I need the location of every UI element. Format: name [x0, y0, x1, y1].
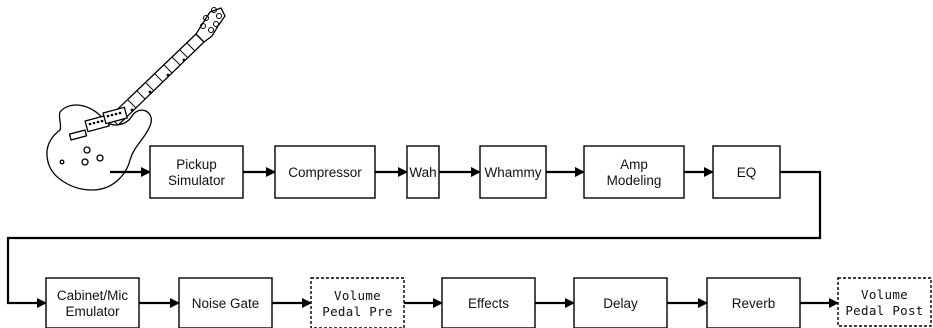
node-whammy: Whammy: [479, 145, 547, 199]
node-label-reverb: Reverb: [732, 296, 776, 311]
node-label-amp: Amp: [620, 157, 648, 172]
node-effects: Effects: [441, 277, 536, 328]
node-comp: Compressor: [274, 145, 376, 199]
node-label-whammy: Whammy: [485, 165, 542, 180]
node-delay: Delay: [573, 277, 668, 328]
node-label-effects: Effects: [468, 296, 509, 311]
node-box-pickup: [149, 145, 244, 199]
node-label-amp: Modeling: [607, 173, 662, 188]
electric-guitar-icon: [46, 7, 226, 191]
node-box-reverb: [706, 277, 801, 328]
connector-layer: [6, 167, 839, 308]
node-label-cab: Cabinet/Mic: [57, 288, 129, 303]
node-box-effects: [441, 277, 536, 328]
arrow-eq-to-cab: [6, 170, 822, 308]
node-label-eq: EQ: [737, 165, 757, 180]
node-label-volpost: Volume: [861, 287, 908, 302]
node-label-delay: Delay: [603, 296, 638, 311]
node-box-comp: [274, 145, 376, 199]
node-box-gate: [178, 277, 273, 328]
node-label-volpost: Pedal Post: [845, 303, 923, 318]
node-box-whammy: [479, 145, 547, 199]
node-box-volpost: [837, 277, 932, 327]
node-reverb: Reverb: [706, 277, 801, 328]
node-box-delay: [573, 277, 668, 328]
node-label-pickup: Simulator: [168, 173, 226, 188]
node-box-wah: [406, 145, 440, 199]
node-label-pickup: Pickup: [176, 157, 217, 172]
node-box-cab: [45, 277, 140, 328]
node-label-volpre: Pedal Pre: [322, 304, 392, 319]
node-label-gate: Noise Gate: [192, 296, 260, 311]
node-label-comp: Compressor: [288, 165, 362, 180]
node-label-wah: Wah: [409, 165, 436, 180]
node-box-eq: [712, 145, 781, 199]
node-box-amp: [583, 145, 685, 199]
node-box-volpre: [310, 277, 405, 328]
node-gate: Noise Gate: [178, 277, 273, 328]
node-wah: Wah: [406, 145, 440, 199]
node-eq: EQ: [712, 145, 781, 199]
node-label-volpre: Volume: [334, 288, 381, 303]
node-label-cab: Emulator: [65, 304, 120, 319]
